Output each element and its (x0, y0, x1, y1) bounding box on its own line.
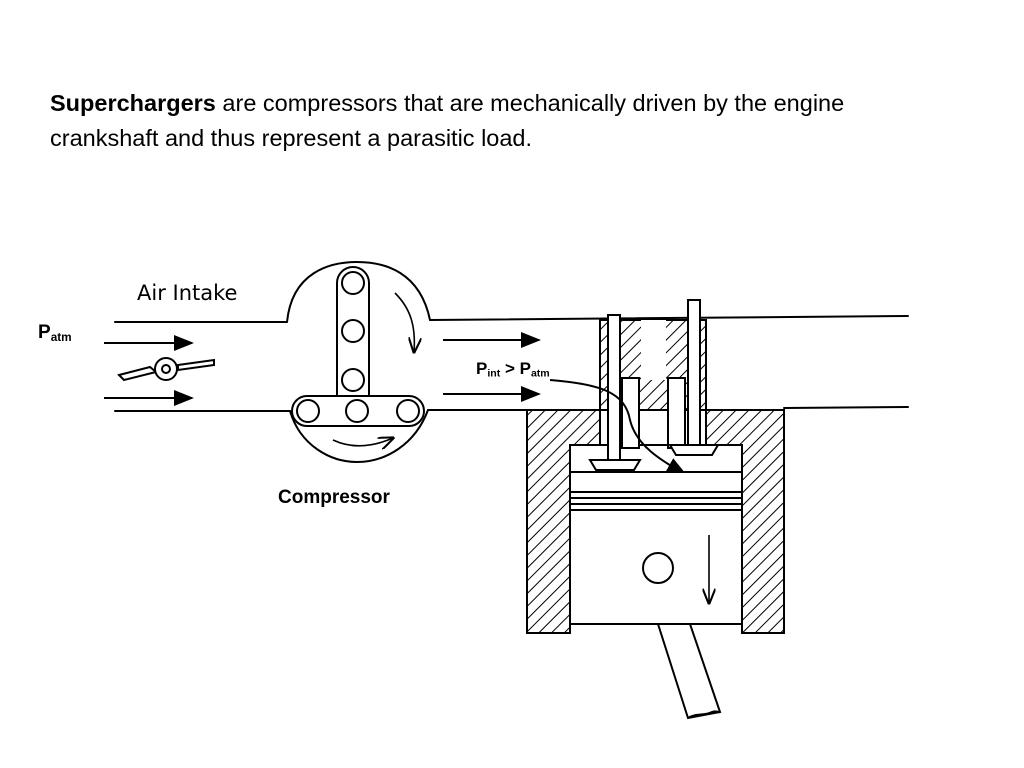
duct-bottom-right-wall-2 (783, 406, 909, 409)
throttle-valve (117, 357, 215, 382)
compressor-lower-housing (289, 409, 429, 464)
compressor-rotors (291, 266, 425, 427)
rotation-arrow-icon (394, 292, 414, 352)
exhaust-valve (668, 299, 720, 456)
duct-top-right-wall (429, 315, 909, 321)
rotation-arrow-icon (332, 438, 393, 446)
p-int-label: Pint > Patm (476, 359, 550, 380)
intake-flow-arrow (549, 379, 687, 475)
intro-term: Superchargers (50, 89, 216, 116)
intro-text: are compressors that are mechanically dr… (50, 89, 845, 151)
p-atm-label: Patm (38, 322, 72, 344)
inflow-arrows (104, 332, 541, 406)
piston (569, 471, 743, 625)
wrist-pin (642, 552, 674, 584)
compressor-upper-housing (286, 260, 431, 323)
intro-paragraph: Superchargers are compressors that are m… (50, 86, 950, 156)
cylinder-wall-left (526, 409, 601, 634)
connecting-rod (656, 623, 722, 720)
air-intake-label: Air Intake (137, 281, 238, 305)
compressor-label: Compressor (278, 487, 390, 508)
intake-valve (588, 314, 642, 471)
